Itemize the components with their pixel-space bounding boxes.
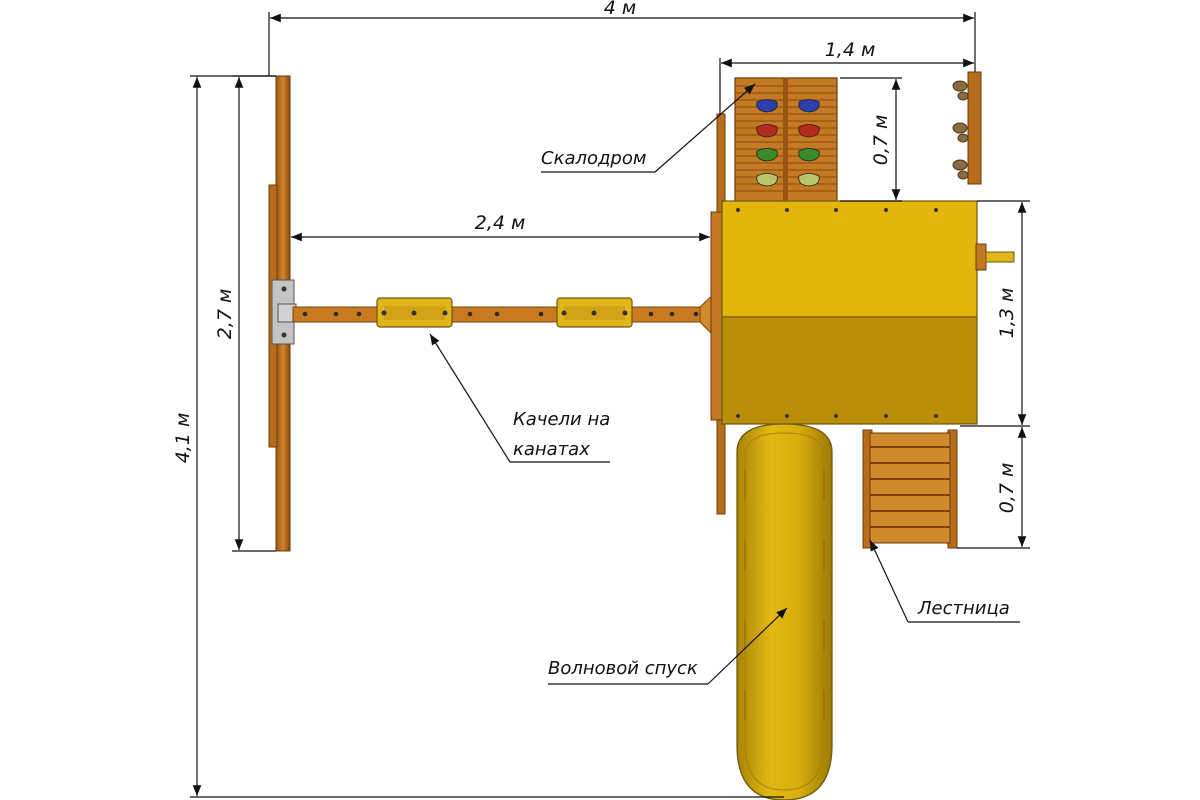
swing-beam bbox=[292, 288, 719, 342]
climbing-hold bbox=[756, 148, 778, 162]
climbing-hold bbox=[798, 124, 820, 138]
dim-label-1-3m: 1,3 м bbox=[996, 288, 1018, 339]
dim-total-length: 4,1 м bbox=[172, 75, 784, 798]
dim-label-1-4m: 1,4 м bbox=[825, 39, 876, 61]
telescope bbox=[975, 243, 1015, 271]
dim-label-2-4m: 2,4 м bbox=[475, 212, 526, 234]
label-slide: Волновой спуск bbox=[548, 658, 698, 679]
callout-ladder: Лестница bbox=[869, 539, 1020, 623]
climbing-holds bbox=[756, 99, 820, 187]
swing-seat-2 bbox=[556, 297, 633, 328]
dim-platform-depth: 1,3 м bbox=[960, 200, 1030, 427]
swing-frame bbox=[268, 75, 297, 552]
wave-slide bbox=[736, 423, 833, 800]
label-climbing-wall: Скалодром bbox=[541, 148, 646, 169]
callout-slide: Волновой спуск bbox=[548, 607, 788, 685]
callout-climbing-wall: Скалодром bbox=[541, 83, 756, 173]
dim-label-4-1m: 4,1 м bbox=[172, 413, 194, 464]
climbing-hold bbox=[798, 148, 820, 162]
dim-climbing-wall: 0,7 м bbox=[840, 77, 902, 202]
dim-label-0-7m-wall: 0,7 м bbox=[870, 115, 892, 166]
climbing-hold bbox=[798, 173, 820, 187]
climbing-hold bbox=[756, 99, 778, 113]
label-swings-line1: Качели на bbox=[513, 409, 610, 430]
climbing-hold bbox=[756, 173, 778, 187]
dim-swing-frame: 2,7 м bbox=[214, 75, 276, 552]
label-ladder: Лестница bbox=[917, 598, 1010, 619]
dim-ladder: 0,7 м bbox=[957, 427, 1030, 549]
dim-platform-width: 1,4 м bbox=[719, 39, 974, 114]
rope-ladder bbox=[952, 71, 982, 185]
label-swings-line2: канатах bbox=[513, 439, 590, 460]
climbing-hold bbox=[756, 124, 778, 138]
dim-label-0-7m-ladder: 0,7 м bbox=[996, 463, 1018, 514]
dim-label-2-7m: 2,7 м bbox=[214, 289, 236, 340]
dim-total-width: 4 м bbox=[268, 0, 976, 76]
swing-seat-1 bbox=[376, 297, 453, 328]
callout-swings: Качели на канатах bbox=[429, 333, 610, 463]
stair-ladder bbox=[862, 429, 958, 549]
dim-swing-beam: 2,4 м bbox=[291, 212, 710, 242]
climbing-hold bbox=[798, 99, 820, 113]
dim-label-4m: 4 м bbox=[604, 0, 636, 19]
climbing-wall bbox=[734, 77, 838, 203]
tower-roof bbox=[721, 200, 978, 425]
